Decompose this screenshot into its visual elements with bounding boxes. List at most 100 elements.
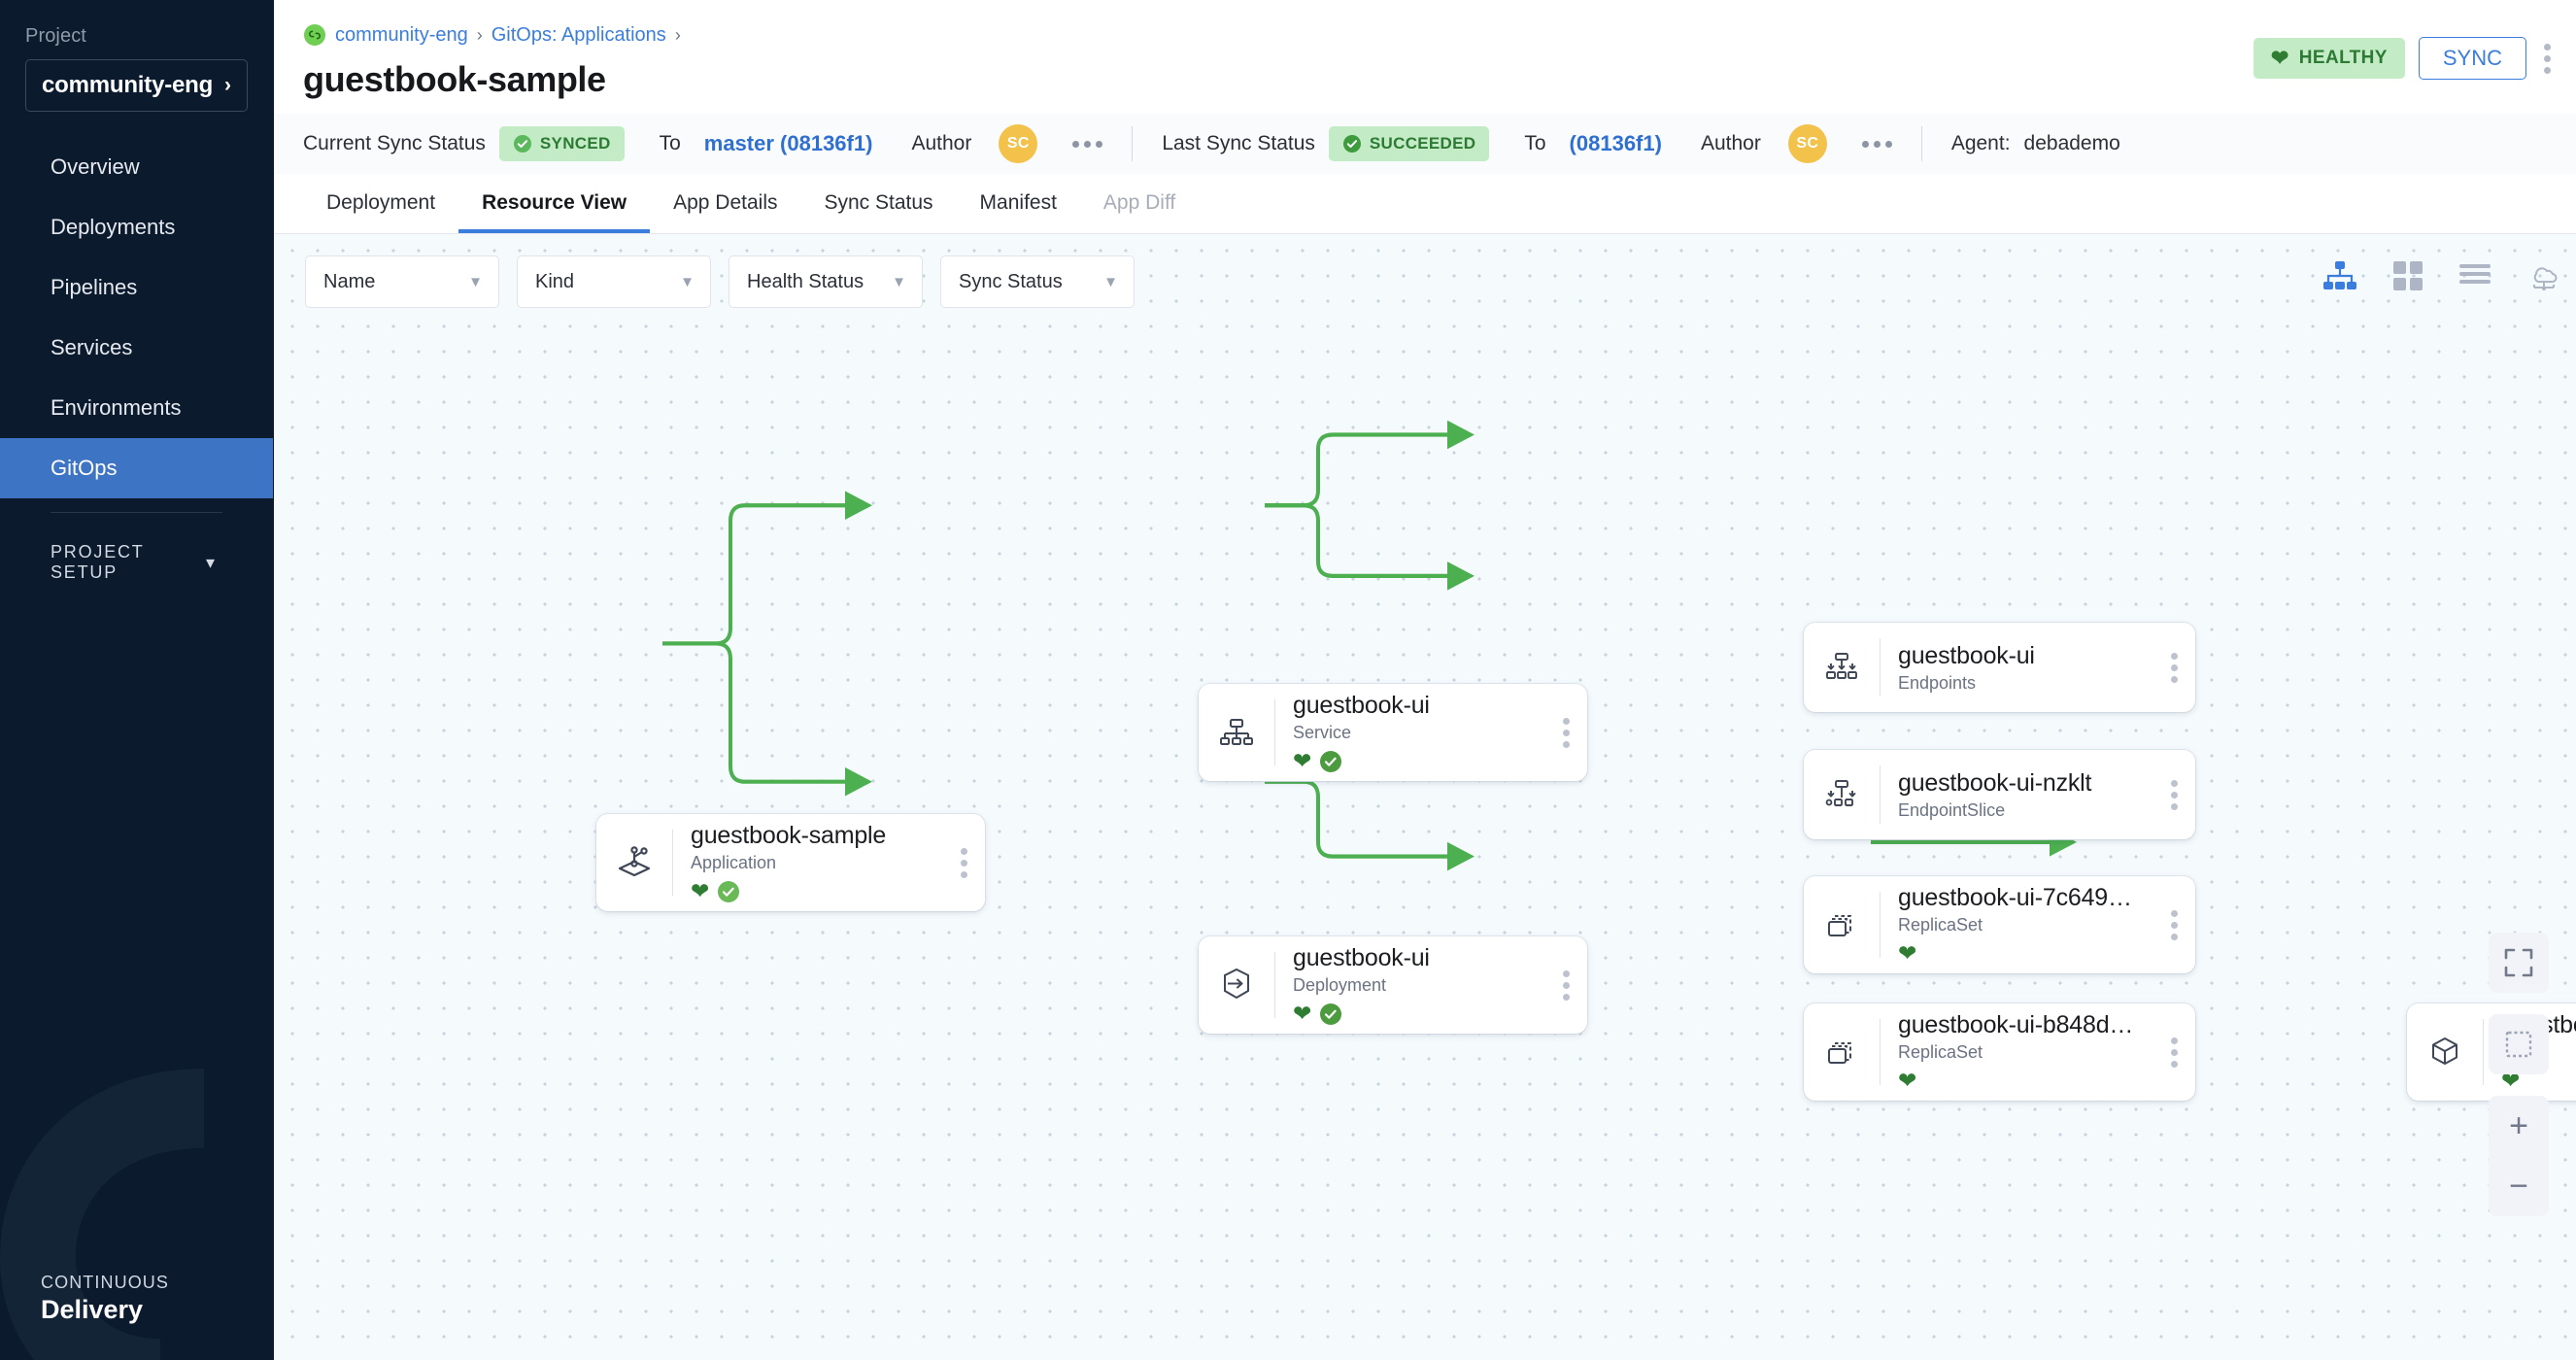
agent-group: Agent: debademo: [1951, 132, 2120, 155]
list-view-icon[interactable]: [2459, 263, 2491, 289]
node-more-menu-icon[interactable]: [2152, 1003, 2195, 1101]
last-sync-status-group: Last Sync Status SUCCEEDED To (08136f1) …: [1162, 124, 1892, 163]
zoom-out-button[interactable]: −: [2489, 1156, 2549, 1216]
tree-view-icon[interactable]: [2323, 261, 2356, 290]
project-name: community-eng: [42, 72, 213, 99]
synced-check-icon: [717, 880, 740, 903]
chevron-down-icon: ▾: [206, 553, 215, 573]
sidebar-item-label: Environments: [51, 395, 182, 421]
synced-check-icon: [1319, 750, 1342, 773]
fit-screen-button[interactable]: [2489, 933, 2549, 993]
canvas-zoom-controls: + −: [2489, 933, 2549, 1216]
replicaset-icon: [1804, 1003, 1880, 1101]
synced-check-icon: [1319, 1003, 1342, 1026]
tab-deployment[interactable]: Deployment: [303, 173, 458, 233]
last-sync-status-pill: SUCCEEDED: [1329, 126, 1489, 161]
node-body: guestbook-sample Application ❤: [673, 814, 942, 911]
node-name: guestbook-ui: [1293, 692, 1527, 720]
filter-name-dropdown[interactable]: Name ▼: [305, 255, 499, 308]
filter-sync-status-dropdown[interactable]: Sync Status ▼: [940, 255, 1135, 308]
grid-view-icon[interactable]: [2393, 261, 2423, 290]
select-area-button[interactable]: [2489, 1014, 2549, 1074]
check-circle-icon: [1342, 134, 1362, 153]
edge-deployment-to-replicaset-2: [1265, 782, 1471, 857]
resource-node-service[interactable]: guestbook-ui Service ❤: [1199, 684, 1587, 781]
sidebar-item-overview[interactable]: Overview: [0, 137, 273, 197]
tab-manifest[interactable]: Manifest: [957, 173, 1080, 233]
syncbar-divider: [1921, 126, 1922, 161]
resource-node-replicaset-2[interactable]: guestbook-ui-b848d5d9d ReplicaSet ❤: [1804, 1003, 2195, 1101]
node-status-badges: ❤: [1898, 941, 2135, 967]
node-more-menu-icon[interactable]: [2152, 876, 2195, 973]
network-view-icon[interactable]: [2527, 261, 2560, 290]
heart-icon: ❤: [1293, 1003, 1311, 1025]
node-name: guestbook-sample: [691, 822, 925, 850]
node-more-menu-icon[interactable]: [2152, 750, 2195, 839]
current-sync-more-icon[interactable]: [1072, 141, 1102, 148]
node-more-menu-icon[interactable]: [2152, 623, 2195, 712]
node-more-menu-icon[interactable]: [942, 814, 985, 911]
health-status-text: HEALTHY: [2299, 48, 2388, 69]
zoom-stack: + −: [2489, 1096, 2549, 1216]
node-more-menu-icon[interactable]: [1544, 684, 1587, 781]
current-to-label: To: [660, 132, 681, 155]
heart-icon: ❤: [691, 880, 709, 902]
sidebar-item-deployments[interactable]: Deployments: [0, 197, 273, 257]
main-content: community-eng › GitOps: Applications › g…: [274, 0, 2576, 1360]
agent-label: Agent:: [1951, 132, 2011, 155]
project-selector[interactable]: community-eng ›: [25, 59, 248, 112]
breadcrumb-item-applications[interactable]: GitOps: Applications: [491, 24, 666, 47]
node-name: guestbook-ui: [1898, 642, 2135, 670]
sync-button[interactable]: SYNC: [2419, 37, 2526, 80]
graph-edges: [274, 234, 2576, 1360]
resource-graph-canvas[interactable]: Name ▼ Kind ▼ Health Status ▼ Sync Statu…: [274, 234, 2576, 1360]
syncbar-divider: [1132, 126, 1133, 161]
sidebar-item-label: Services: [51, 335, 132, 360]
current-revision-link[interactable]: master (08136f1): [704, 131, 873, 156]
sidebar-item-pipelines[interactable]: Pipelines: [0, 257, 273, 318]
node-more-menu-icon[interactable]: [1544, 936, 1587, 1034]
resource-node-endpointslice[interactable]: guestbook-ui-nzklt EndpointSlice: [1804, 750, 2195, 839]
chevron-right-icon: ›: [224, 74, 231, 97]
last-author-label: Author: [1701, 132, 1761, 155]
endpoints-icon: [1804, 623, 1880, 712]
zoom-in-label: +: [2509, 1109, 2528, 1142]
heart-icon: ❤: [1898, 942, 1916, 965]
sidebar-item-services[interactable]: Services: [0, 318, 273, 378]
chevron-down-icon: ▼: [1103, 274, 1118, 290]
last-author-avatar[interactable]: SC: [1788, 124, 1827, 163]
breadcrumb-item-project[interactable]: community-eng: [335, 24, 468, 47]
header-more-menu-icon[interactable]: [2540, 40, 2555, 78]
node-body: guestbook-ui-nzklt EndpointSlice: [1881, 750, 2152, 839]
node-kind: EndpointSlice: [1898, 800, 2135, 821]
header-actions: ❤ HEALTHY SYNC: [2254, 37, 2555, 80]
tab-sync-status[interactable]: Sync Status: [800, 173, 956, 233]
filter-label: Sync Status: [959, 271, 1063, 293]
breadcrumb: community-eng › GitOps: Applications ›: [303, 21, 2547, 49]
tab-resource-view[interactable]: Resource View: [458, 173, 650, 233]
sidebar-item-environments[interactable]: Environments: [0, 378, 273, 438]
tab-bar: Deployment Resource View App Details Syn…: [274, 174, 2576, 234]
node-body: guestbook-ui Service ❤: [1275, 684, 1544, 781]
zoom-in-button[interactable]: +: [2489, 1096, 2549, 1156]
last-revision-link[interactable]: (08136f1): [1570, 131, 1662, 156]
edge-service-to-endpointslice: [1265, 505, 1471, 576]
sidebar: Project community-eng › Overview Deploym…: [0, 0, 274, 1360]
filter-health-status-dropdown[interactable]: Health Status ▼: [729, 255, 923, 308]
resource-node-endpoints[interactable]: guestbook-ui Endpoints: [1804, 623, 2195, 712]
resource-node-deployment[interactable]: guestbook-ui Deployment ❤: [1199, 936, 1587, 1034]
filter-label: Name: [323, 271, 375, 293]
filter-kind-dropdown[interactable]: Kind ▼: [517, 255, 711, 308]
project-setup-toggle[interactable]: PROJECT SETUP ▾: [0, 513, 273, 583]
node-body: guestbook-ui-b848d5d9d ReplicaSet ❤: [1881, 1003, 2152, 1101]
sidebar-item-label: Overview: [51, 154, 140, 180]
sidebar-item-gitops[interactable]: GitOps: [0, 438, 273, 498]
tab-app-details[interactable]: App Details: [650, 173, 800, 233]
node-name: guestbook-ui-b848d5d9d: [1898, 1011, 2135, 1039]
current-author-avatar[interactable]: SC: [999, 124, 1037, 163]
resource-node-replicaset-1[interactable]: guestbook-ui-7c64987dc9 ReplicaSet ❤: [1804, 876, 2195, 973]
resource-node-application[interactable]: guestbook-sample Application ❤: [596, 814, 985, 911]
node-status-badges: ❤: [1293, 749, 1527, 774]
last-sync-more-icon[interactable]: [1862, 141, 1892, 148]
